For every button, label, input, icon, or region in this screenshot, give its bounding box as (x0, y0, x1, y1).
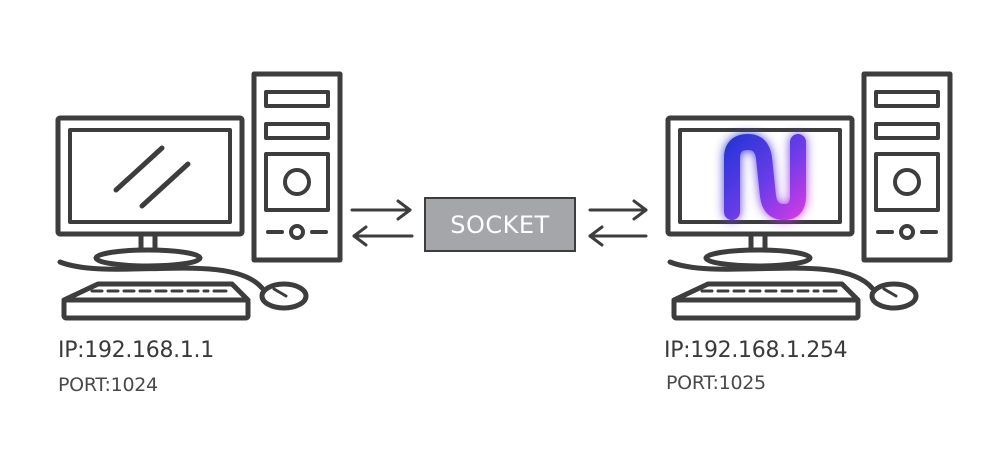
right-computer (665, 71, 953, 321)
left-keyboard (61, 281, 251, 321)
gradient-n-logo (724, 134, 806, 220)
right-port-label: PORT:1025 (666, 372, 766, 394)
arrow-right-icon (588, 199, 648, 221)
left-ip-label: IP:192.168.1.1 (58, 338, 214, 363)
left-computer (55, 71, 343, 321)
right-arrows (588, 199, 648, 247)
left-mouse (57, 259, 309, 311)
left-monitor (55, 115, 245, 269)
socket-label: SOCKET (450, 210, 550, 239)
left-port-label: PORT:1024 (58, 374, 158, 396)
socket-box: SOCKET (424, 197, 576, 252)
arrow-right-icon (350, 199, 412, 221)
left-arrows (350, 199, 414, 247)
arrow-left-icon (588, 225, 648, 247)
right-tower (861, 71, 953, 263)
left-tower (251, 71, 343, 263)
right-ip-label: IP:192.168.1.254 (664, 338, 848, 363)
right-monitor (665, 115, 855, 269)
right-keyboard (671, 281, 861, 321)
screen-glare-icon (113, 145, 191, 209)
right-mouse (667, 259, 919, 311)
arrow-left-icon (352, 225, 414, 247)
